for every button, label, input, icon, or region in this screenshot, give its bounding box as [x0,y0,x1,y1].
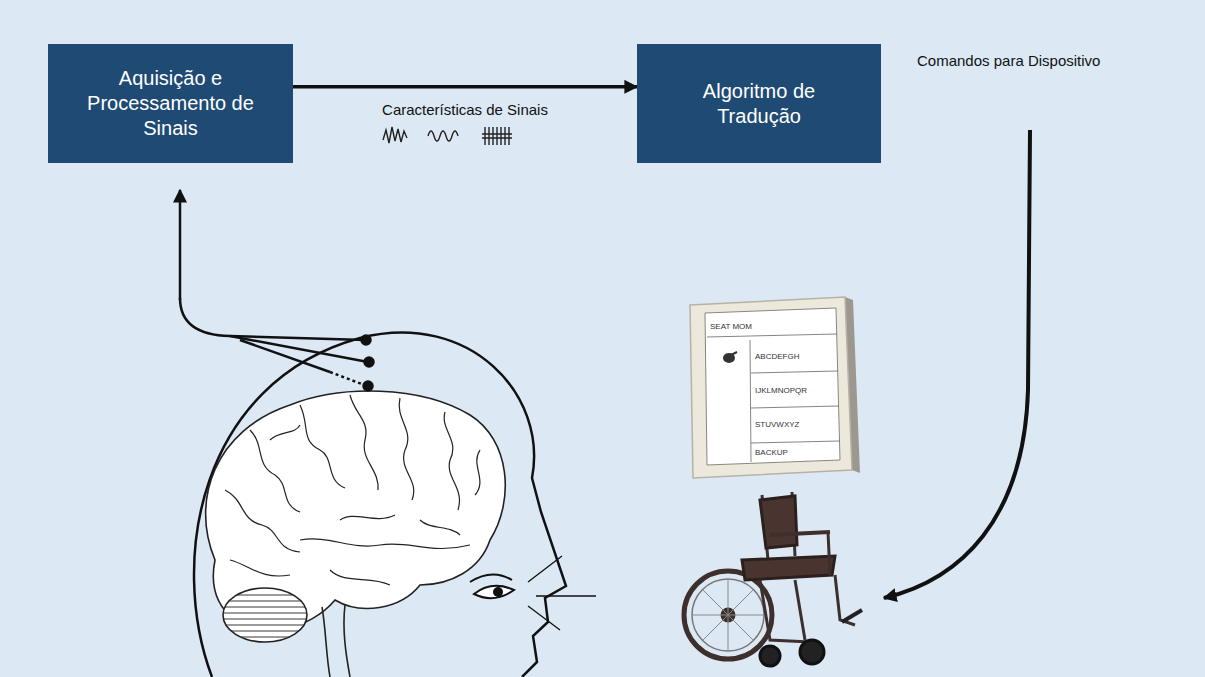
brain-drawing-part-part [350,395,378,490]
brain-drawing-part-part [250,430,300,512]
screen-text: ABCDEFGH [755,352,799,361]
eye-drawing-part [494,588,502,596]
connector-arrow [293,85,637,89]
box-label: Aquisição e Processamento de Sinais [76,66,266,141]
monitor-drawing-part [705,308,840,465]
eye-drawing-part [470,574,512,582]
screen-text: IJKLMNOPQR [755,386,807,395]
head-outline [194,333,566,677]
screen-text: STUVWXYZ [755,420,799,429]
process-box: Algoritmo de Tradução [637,44,881,163]
monitor-drawing-part [690,297,852,478]
brain-drawing-part [322,605,350,677]
command-arrow-part [884,130,1030,598]
head-outline-part [194,333,566,677]
brain-drawing [206,391,506,677]
monitor-drawing [690,297,860,478]
process-box: Aquisição e Processamento de Sinais [48,44,293,163]
electrode-wires [180,190,374,391]
brain-drawing-part [225,395,480,585]
command-arrow [884,130,1030,598]
brain-drawing-part [220,595,310,637]
wheelchair-drawing-part [760,496,797,548]
box-label: Algoritmo de Tradução [684,79,834,129]
screen-text: BACKUP [755,448,788,457]
signal-icons-part [485,127,509,145]
brain-drawing-part-part [475,450,480,495]
eye-drawing-part [528,556,596,630]
wheelchair-drawing-part [760,580,810,642]
electrode-wires-part [330,372,367,386]
brain-drawing-part [223,588,307,642]
wheelchair-drawing-part [684,571,772,659]
monitor-drawing-part [707,334,840,462]
brain-drawing-part-part [270,425,300,440]
brain-drawing-part-part [230,560,290,576]
wheelchair-drawing-part [770,532,830,535]
edge-label: Características de Sinais [379,101,551,118]
brain-drawing-part-part [300,405,345,488]
electrode-wires-part [362,336,371,345]
wheelchair-drawing-part [800,640,824,664]
signal-icons-part [383,127,407,143]
brain-drawing-part-part [420,520,460,535]
wheelchair-drawing-part [692,579,764,651]
signal-icons [383,127,512,145]
wheelchair-drawing-part [828,532,830,575]
monitor-drawing-part-part [751,371,840,443]
wheelchair-drawing-part [692,579,764,651]
brain-drawing-part-part [340,515,395,520]
eye-drawing-part [474,586,514,598]
eye-drawing [470,556,596,630]
wheelchair-drawing-part [760,646,780,666]
electrode-wires-part [230,336,368,362]
monitor-drawing-part [731,352,737,355]
brain-drawing-part-part [399,398,414,500]
brain-drawing-part-part [225,490,300,552]
wheelchair-drawing-part [842,610,862,622]
monitor-drawing-part-part [707,334,837,337]
electrode-wires-part [365,358,374,367]
monitor-drawing-part-part [750,340,751,462]
electrode-wires-part [179,190,182,300]
brain-drawing-part-part [330,570,390,585]
brain-drawing-part-part [444,412,459,510]
electrode-wires-part [364,382,373,391]
brain-drawing-part-part [220,595,310,637]
wheelchair-drawing [684,492,862,666]
brain-drawing-part-part [300,539,470,549]
signal-icons-part [428,131,458,141]
wheelchair-drawing-part [795,580,805,640]
electrode-wires-part [180,298,365,340]
screen-text: SEAT MOM [710,322,752,331]
wheelchair-drawing-part [742,556,835,580]
electrode-wires-part [240,340,330,372]
output-label: Comandos para Dispositivo [917,52,1100,69]
